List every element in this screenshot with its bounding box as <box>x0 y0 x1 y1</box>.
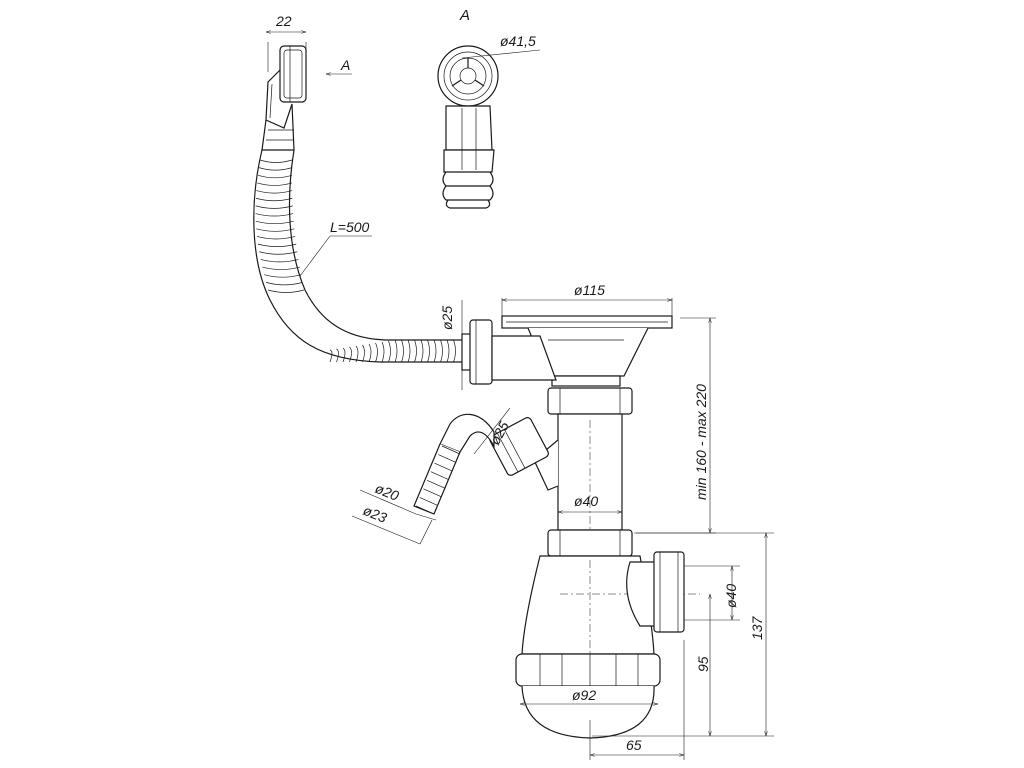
dim-hose-outer: ø23 <box>361 502 390 526</box>
view-arrow-label: A <box>340 57 350 73</box>
view-title: A <box>459 7 470 24</box>
side-hose-rib <box>430 471 449 481</box>
hose-rib <box>401 339 404 363</box>
hose-rib <box>255 213 294 217</box>
hose-rib <box>267 289 305 293</box>
dim-95-label: 95 <box>695 656 711 672</box>
dim-hose-inner: ø20 <box>373 480 402 504</box>
hose-rib <box>349 346 352 363</box>
hose-length: L=500 <box>299 219 372 277</box>
dim-115-label: ø115 <box>574 282 605 298</box>
dim-22: 22 <box>266 13 307 72</box>
hose-rib <box>258 167 293 171</box>
hose-length-label: L=500 <box>330 219 370 235</box>
hose-rib <box>342 347 346 363</box>
dim-outlet-label: ø40 <box>723 584 739 608</box>
hose-rib <box>362 344 365 363</box>
side-hose-rib <box>438 454 457 463</box>
hose-rib <box>355 345 359 363</box>
side-branch <box>413 413 559 515</box>
hose-rib <box>329 349 333 363</box>
hose-rib <box>262 266 300 270</box>
dim-92: ø92 <box>520 687 658 704</box>
trap-outlet <box>626 551 685 633</box>
strainer <box>501 315 673 387</box>
dim-137-label: 137 <box>749 615 765 640</box>
hose-rib <box>381 341 385 363</box>
overflow-head <box>261 45 307 151</box>
hose-rib <box>255 205 293 209</box>
side-hose-rib <box>419 497 438 506</box>
hose-rib <box>427 339 430 363</box>
hose-rib <box>433 339 437 363</box>
side-hose-rib <box>423 488 442 498</box>
dim-connector-25: ø25 <box>439 300 463 390</box>
hose-rib <box>407 339 411 363</box>
hose-rib <box>257 182 293 186</box>
hose-rib <box>256 228 295 232</box>
hose-rib <box>440 339 443 363</box>
view-a-diameter: ø41,5 <box>500 33 536 49</box>
hose-rib <box>259 159 293 163</box>
hose-rib <box>257 243 297 247</box>
dim-22-label: 22 <box>275 13 292 29</box>
side-hose-rib <box>434 462 453 472</box>
hose-rib <box>336 348 339 363</box>
hose-rib <box>388 340 391 363</box>
hose-rib <box>375 342 378 363</box>
hose-rib <box>264 274 302 278</box>
view-arrow-a: A <box>326 57 352 74</box>
hose-rib <box>257 174 293 179</box>
hose-rib <box>420 339 424 363</box>
hose-rib <box>255 197 293 202</box>
dim-height-range-label: min 160 - max 220 <box>693 384 709 500</box>
dim-95: 95 <box>592 594 716 737</box>
hose-rib <box>259 251 298 255</box>
hose-rib <box>255 220 294 225</box>
corrugated-hose <box>253 149 462 363</box>
side-hose-rib <box>441 445 461 455</box>
hose-rib <box>453 339 456 363</box>
side-hose-rib <box>415 505 435 515</box>
hose-rib <box>368 343 372 363</box>
hose-rib <box>256 236 296 240</box>
hose-rib <box>446 339 450 363</box>
dim-137: 137 <box>634 532 774 737</box>
dim-outlet-40: ø40 <box>684 565 740 621</box>
hose-rib <box>414 339 417 363</box>
side-hose-rib <box>427 479 446 489</box>
dim-pipe-40: ø40 <box>558 493 622 512</box>
hose-rib <box>265 282 303 286</box>
dim-92-label: ø92 <box>572 687 596 703</box>
view-a: A ø41,5 <box>437 7 541 209</box>
hose-rib <box>394 339 398 363</box>
hose-rib <box>256 190 293 194</box>
dim-65: 65 <box>589 640 685 760</box>
trap <box>515 555 700 739</box>
dim-65-label: 65 <box>626 737 642 753</box>
dim-115: ø115 <box>501 282 673 316</box>
vertical-pipe <box>547 387 633 557</box>
hose-rib <box>260 259 299 263</box>
dim-height-range: min 160 - max 220 <box>636 317 716 534</box>
overflow-connector <box>461 319 557 385</box>
dim-pipe-label: ø40 <box>574 493 598 509</box>
dim-connector-label: ø25 <box>439 306 455 330</box>
